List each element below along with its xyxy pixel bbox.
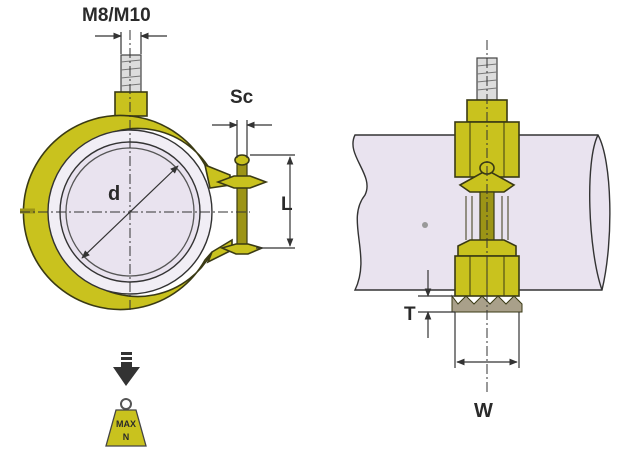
screw-head xyxy=(234,154,250,166)
rod-thread-marks xyxy=(120,59,142,87)
front-view: d M8/M10 Sc L MAX N xyxy=(20,5,295,447)
weight-max-icon: MAX N xyxy=(105,398,147,447)
load-arrow-icon xyxy=(113,367,140,386)
load-arrow-stem-1 xyxy=(121,352,132,355)
diameter-label: d xyxy=(108,183,120,205)
length-label: L xyxy=(281,194,293,215)
thickness-label: T xyxy=(404,304,416,325)
load-arrow-stem-2 xyxy=(121,357,132,360)
side-screw-ribs xyxy=(465,196,509,240)
weight-max-label: MAX xyxy=(116,419,136,429)
weight-unit-label: N xyxy=(123,432,130,442)
side-screw-shaft xyxy=(479,191,495,245)
load-arrow-stem-3 xyxy=(121,362,132,367)
sc-label: Sc xyxy=(230,87,254,108)
diameter-dimension xyxy=(81,165,179,259)
threaded-boss xyxy=(114,91,148,117)
rubber-profile xyxy=(451,294,523,313)
side-view: T W xyxy=(352,40,611,422)
width-label: W xyxy=(474,400,493,422)
thread-label: M8/M10 xyxy=(82,5,151,26)
pipe-end xyxy=(589,134,603,291)
pipe-mark xyxy=(422,222,428,228)
wing-nut-top xyxy=(215,175,269,189)
closing-screw xyxy=(236,159,248,253)
